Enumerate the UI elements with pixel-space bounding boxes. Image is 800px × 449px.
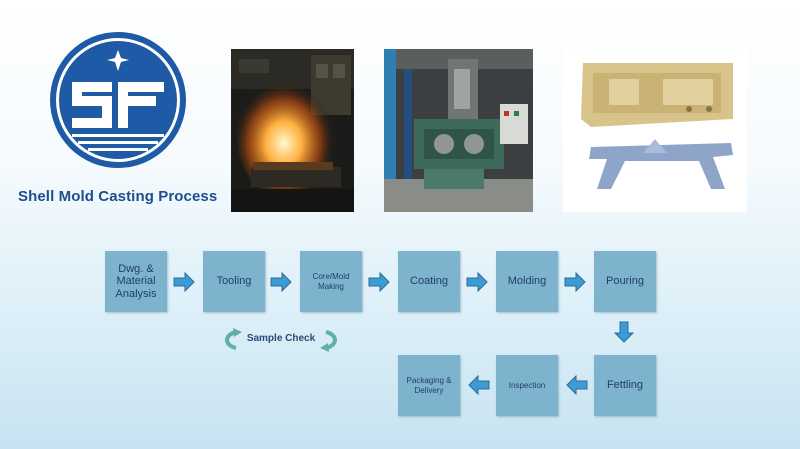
arrow-left-icon bbox=[468, 375, 490, 395]
furnace-fire-photo bbox=[231, 49, 354, 212]
step-label: Packaging & Delivery bbox=[406, 376, 452, 395]
sample-check-label: Sample Check bbox=[246, 333, 316, 344]
step-inspection: Inspection bbox=[496, 355, 558, 416]
step-tooling: Tooling bbox=[203, 251, 265, 312]
step-label: Fettling bbox=[606, 379, 644, 392]
step-coating: Coating bbox=[398, 251, 460, 312]
step-label: Inspection bbox=[508, 380, 546, 390]
arrow-right-icon bbox=[368, 272, 390, 292]
arrow-right-icon bbox=[173, 272, 195, 292]
step-dwg-material-analysis: Dwg. & Material Analysis bbox=[105, 251, 167, 312]
page-title: Shell Mold Casting Process bbox=[18, 188, 218, 205]
sample-check-cycle: Sample Check bbox=[220, 327, 342, 353]
step-molding: Molding bbox=[496, 251, 558, 312]
step-label: Tooling bbox=[216, 275, 252, 288]
company-logo bbox=[48, 30, 188, 170]
arrow-right-icon bbox=[564, 272, 586, 292]
step-label: Dwg. & Material Analysis bbox=[115, 262, 157, 300]
step-packaging-delivery: Packaging & Delivery bbox=[398, 355, 460, 416]
step-label: Molding bbox=[507, 275, 547, 288]
step-label: Coating bbox=[410, 275, 448, 288]
step-core-mold-making: Core/Mold Making bbox=[300, 251, 362, 312]
arrow-left-icon bbox=[566, 375, 588, 395]
arrow-right-icon bbox=[466, 272, 488, 292]
step-label: Core/Mold Making bbox=[312, 272, 350, 291]
shell-molding-machine-photo bbox=[384, 49, 533, 212]
arrow-down-icon bbox=[614, 321, 634, 343]
step-label: Pouring bbox=[606, 275, 644, 288]
cycle-arrows-icon bbox=[225, 328, 337, 352]
arrow-right-icon bbox=[270, 272, 292, 292]
step-pouring: Pouring bbox=[594, 251, 656, 312]
shell-mold-and-casting-parts-photo bbox=[563, 49, 747, 212]
step-fettling: Fettling bbox=[594, 355, 656, 416]
